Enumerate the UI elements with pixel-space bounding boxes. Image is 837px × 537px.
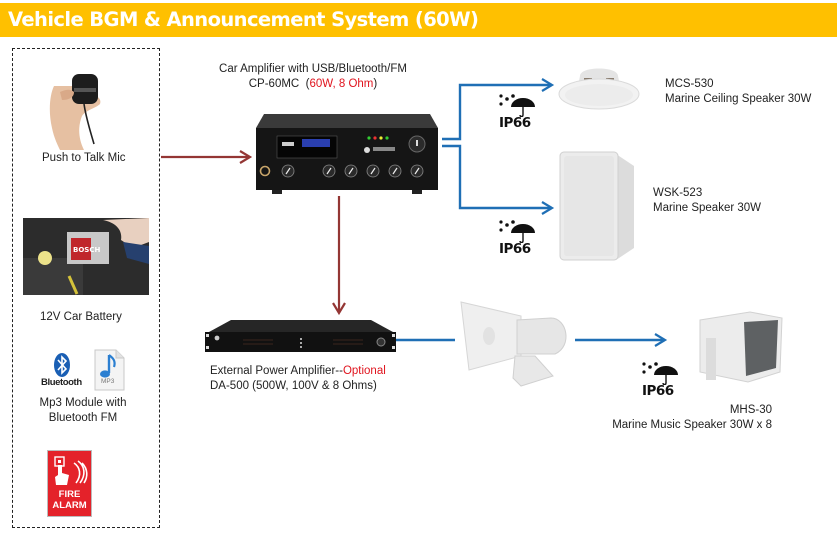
battery-label: 12V Car Battery bbox=[40, 311, 122, 323]
horn-speaker-image bbox=[460, 301, 567, 387]
ip66-text: IP66 bbox=[499, 241, 531, 257]
amplifier-model-line: CP-60MC (60W, 8 Ohm) bbox=[188, 77, 438, 92]
spec-close-paren: ) bbox=[373, 78, 378, 90]
power-amplifier-title: External Power Amplifier-- bbox=[210, 365, 343, 377]
input-sources-group bbox=[12, 48, 160, 528]
mp3-module-label-line1: Mp3 Module with bbox=[39, 397, 127, 409]
mcs530-label: MCS-530 Marine Ceiling Speaker 30W bbox=[665, 77, 811, 107]
mhs30-label: MHS-30 Marine Music Speaker 30W x 8 bbox=[590, 403, 772, 433]
power-amplifier-device bbox=[205, 320, 396, 352]
umbrella-rain-icon bbox=[499, 220, 535, 244]
mic-label: Push to Talk Mic bbox=[42, 152, 126, 164]
ip66-badge-mcs530: IP66 bbox=[497, 91, 539, 131]
fire-alarm-sign-icon: FIRE ALARM bbox=[47, 450, 92, 517]
wsk523-description: Marine Speaker 30W bbox=[653, 202, 762, 214]
amplifier-label: Car Amplifier with USB/Bluetooth/FM CP-6… bbox=[188, 62, 438, 92]
bluetooth-icon: Bluetooth bbox=[41, 352, 83, 392]
ip66-text: IP66 bbox=[499, 115, 531, 131]
ip66-badge-mhs30: IP66 bbox=[640, 359, 682, 399]
optional-tag: Optional bbox=[342, 365, 386, 377]
marine-music-speaker-image bbox=[699, 311, 783, 383]
ceiling-speaker-image bbox=[558, 68, 640, 110]
car-battery-photo: BOSCH bbox=[23, 218, 149, 295]
svg-text:BOSCH: BOSCH bbox=[73, 246, 100, 254]
mhs30-model: MHS-30 bbox=[729, 404, 772, 416]
title-bar: Vehicle BGM & Announcement System (60W) bbox=[0, 3, 837, 37]
ip66-text: IP66 bbox=[642, 383, 674, 399]
mp3-file-icon: MP3 bbox=[94, 349, 125, 391]
handheld-mic-icon bbox=[49, 74, 101, 150]
mp3-module-label-line2: Bluetooth FM bbox=[48, 412, 118, 424]
mp3-module-label: Mp3 Module with Bluetooth FM bbox=[24, 396, 142, 426]
amplifier-model: CP-60MC bbox=[248, 78, 300, 90]
fire-alarm-text-line2: ALARM bbox=[52, 500, 87, 511]
mhs30-description: Marine Music Speaker 30W x 8 bbox=[612, 419, 772, 431]
power-amplifier-model: DA-500 (500W, 100V & 8 Ohms) bbox=[210, 380, 377, 392]
marine-box-speaker-image bbox=[559, 151, 634, 261]
wire-amp-to-wsk523 bbox=[442, 144, 555, 215]
wsk523-model: WSK-523 bbox=[653, 187, 703, 199]
power-amplifier-label: External Power Amplifier--Optional DA-50… bbox=[210, 364, 386, 394]
ip66-badge-wsk523: IP66 bbox=[497, 217, 539, 257]
mcs530-description: Marine Ceiling Speaker 30W bbox=[665, 93, 812, 105]
wire-amp-to-mcs530 bbox=[442, 78, 555, 141]
power-amplifier-line1: External Power Amplifier--Optional bbox=[210, 364, 386, 379]
bluetooth-text: Bluetooth bbox=[41, 377, 82, 388]
spec-open-paren: ( bbox=[305, 78, 310, 90]
umbrella-rain-icon bbox=[499, 94, 535, 118]
mcs530-model: MCS-530 bbox=[665, 78, 714, 90]
amplifier-description: Car Amplifier with USB/Bluetooth/FM bbox=[219, 63, 407, 75]
car-amplifier-device bbox=[256, 114, 438, 194]
amplifier-spec: 60W, 8 Ohm bbox=[309, 78, 374, 90]
fire-alarm-text-line1: FIRE bbox=[58, 489, 81, 500]
page-title: Vehicle BGM & Announcement System (60W) bbox=[8, 8, 479, 31]
wsk523-label: WSK-523 Marine Speaker 30W bbox=[653, 186, 761, 216]
mp3-text: MP3 bbox=[101, 378, 115, 385]
umbrella-rain-icon bbox=[642, 362, 678, 386]
